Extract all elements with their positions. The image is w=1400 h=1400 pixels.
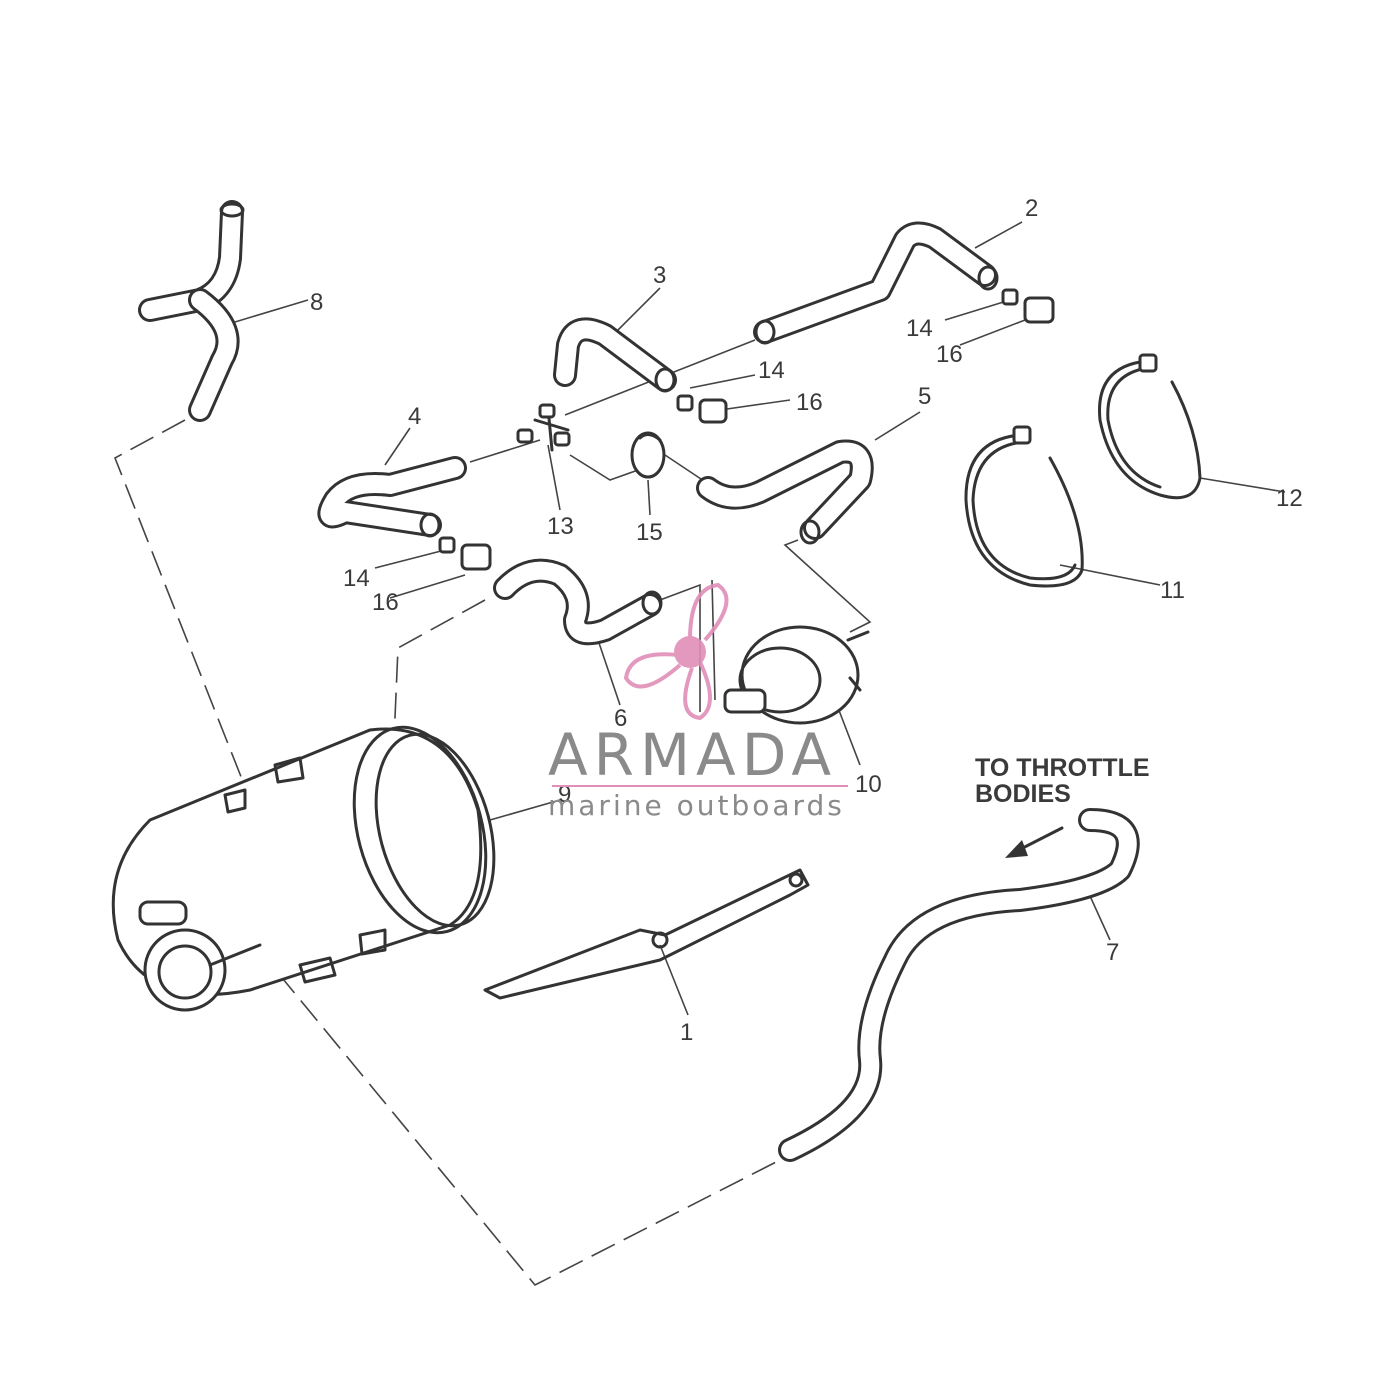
hose-6 bbox=[493, 558, 663, 646]
callout-1: 1 bbox=[680, 1019, 693, 1046]
callout-15: 15 bbox=[636, 519, 663, 546]
callout-14-center: 14 bbox=[758, 357, 785, 384]
callout-10: 10 bbox=[855, 771, 882, 798]
propeller-icon bbox=[623, 582, 729, 721]
callout-12: 12 bbox=[1276, 485, 1303, 512]
clamp-15 bbox=[630, 431, 666, 479]
band-12 bbox=[1098, 353, 1202, 500]
callout-9: 9 bbox=[558, 781, 571, 808]
brand-name: ARMADA bbox=[548, 721, 837, 789]
callout-8: 8 bbox=[310, 289, 323, 316]
hose-4 bbox=[317, 456, 492, 571]
hose-3 bbox=[553, 317, 728, 424]
hose-5 bbox=[696, 439, 874, 545]
direction-arrow bbox=[1005, 826, 1064, 858]
bracket-1 bbox=[483, 868, 810, 1000]
hose-7 bbox=[778, 808, 1140, 1162]
note-line-2: BODIES bbox=[975, 780, 1071, 808]
callout-11: 11 bbox=[1160, 577, 1185, 604]
valve-10 bbox=[723, 625, 870, 725]
callout-13: 13 bbox=[547, 513, 574, 540]
canister-9 bbox=[111, 725, 496, 1012]
leader-lines bbox=[224, 221, 1286, 1016]
callout-4: 4 bbox=[408, 403, 421, 430]
callout-5: 5 bbox=[918, 383, 931, 410]
throttle-note: TO THROTTLE BODIES bbox=[975, 754, 1150, 808]
hose-2 bbox=[753, 221, 1055, 345]
callout-14-left: 14 bbox=[343, 565, 370, 592]
callout-labels: 1 2 3 4 5 6 7 8 9 10 11 12 13 14 14 14 1… bbox=[310, 195, 1303, 1046]
connector-13 bbox=[516, 403, 571, 452]
band-11 bbox=[964, 425, 1084, 588]
note-line-1: TO THROTTLE bbox=[975, 754, 1150, 782]
callout-3: 3 bbox=[653, 262, 666, 289]
brand-tagline: marine outboards bbox=[548, 789, 845, 822]
callout-16-top-right: 16 bbox=[936, 341, 963, 368]
callout-16-center: 16 bbox=[796, 389, 823, 416]
callout-2: 2 bbox=[1025, 195, 1038, 222]
callout-16-left: 16 bbox=[372, 589, 399, 616]
callout-7: 7 bbox=[1106, 939, 1119, 966]
hose-8 bbox=[138, 200, 245, 422]
callout-6: 6 bbox=[614, 705, 627, 732]
armada-watermark: ARMADA marine outboards bbox=[548, 582, 848, 822]
callout-14-top-right: 14 bbox=[906, 315, 933, 342]
